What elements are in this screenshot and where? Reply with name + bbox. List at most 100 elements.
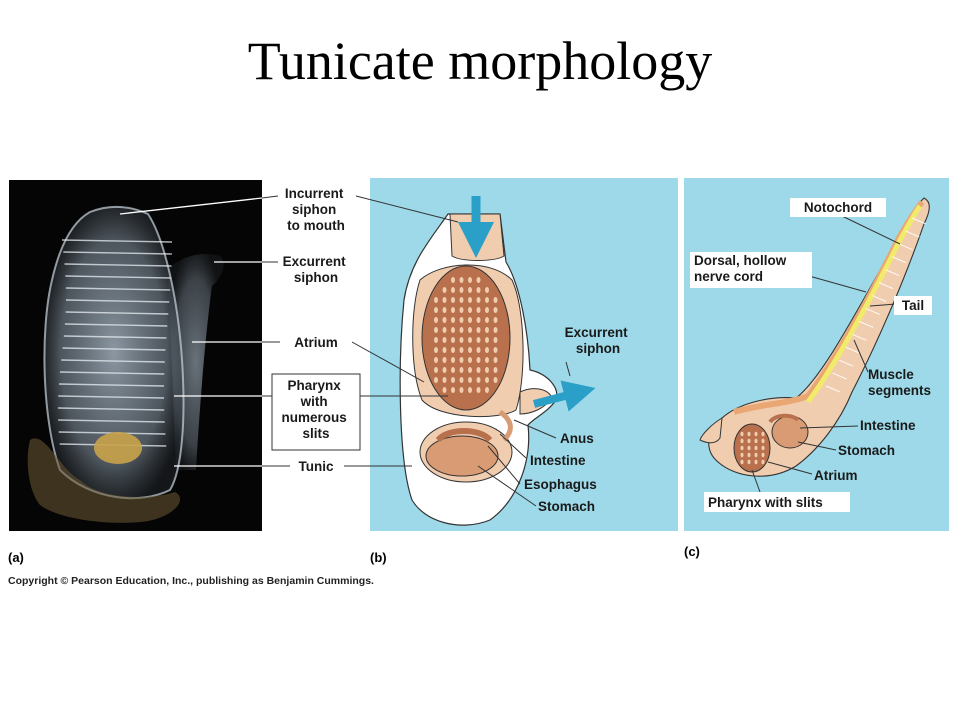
- pharynx-slit: [476, 277, 481, 283]
- muscle-segment: [898, 243, 913, 251]
- pharynx-slit: [459, 387, 464, 393]
- pharynx-slit: [468, 307, 472, 313]
- pharynx-slit: [754, 452, 758, 458]
- pharynx-stripe: [58, 419, 165, 423]
- adult-pharynx: [421, 265, 511, 411]
- pharynx-slit: [493, 367, 498, 373]
- notochord-label-box: [790, 198, 886, 217]
- pharynx-slit: [468, 287, 472, 293]
- label-notochord: Notochord: [804, 200, 872, 215]
- larva-pharynx: [733, 423, 771, 473]
- label-tunic: Tunic: [299, 459, 334, 474]
- pharynx-slit: [740, 452, 744, 458]
- pharynx-stripe: [61, 359, 165, 363]
- panel-letter-b: (b): [370, 550, 387, 565]
- pharynx-slit: [754, 438, 758, 444]
- pharynx-slit: [476, 367, 481, 373]
- pharynx-slit: [485, 307, 489, 313]
- pharynx-slit: [761, 438, 765, 444]
- pharynx-slit: [442, 387, 447, 393]
- pharynx-stripe: [58, 395, 165, 399]
- pharynx-slit: [476, 327, 481, 333]
- pharynx-slit: [740, 438, 744, 444]
- pharynx-slit: [493, 357, 498, 363]
- panel-a: Incurrent siphon to mouth Excurrent siph…: [8, 180, 361, 565]
- label-intestine-c: Intestine: [860, 418, 916, 433]
- pharynx-slit: [442, 337, 447, 343]
- pharynx-slit: [468, 387, 472, 393]
- pharynx-slit: [442, 317, 447, 323]
- pharynx-slit: [761, 452, 765, 458]
- pharynx-slit: [451, 287, 455, 293]
- pharynx-slit: [451, 357, 455, 363]
- pharynx-slit: [434, 367, 438, 373]
- slide-title: Tunicate morphology: [247, 31, 713, 91]
- pharynx-stripe: [62, 347, 166, 351]
- label-pharynx-a: Pharynx with numerous slits: [281, 378, 350, 441]
- label-anus: Anus: [560, 431, 594, 446]
- pharynx-slit: [476, 377, 481, 383]
- pharynx-slit: [493, 307, 498, 313]
- pharynx-stripe: [65, 275, 171, 279]
- pharynx-stripe: [65, 287, 171, 291]
- pharynx-slit: [442, 287, 447, 293]
- pharynx-slit: [434, 327, 438, 333]
- pharynx-slit: [459, 287, 464, 293]
- pharynx-slit: [747, 459, 751, 465]
- pharynx-slit: [485, 357, 489, 363]
- pharynx-slit: [451, 367, 455, 373]
- muscle-segment: [878, 282, 894, 290]
- muscle-segment: [865, 308, 880, 315]
- pharynx-stripe: [59, 371, 165, 375]
- muscle-segment: [905, 230, 920, 238]
- pharynx-slit: [442, 297, 447, 303]
- pharynx-slit: [493, 297, 498, 303]
- pharynx-slit: [485, 387, 489, 393]
- muscle-segment: [845, 346, 861, 354]
- label-stomach-c: Stomach: [838, 443, 895, 458]
- pharynx-slit: [451, 387, 455, 393]
- tunicate-photo: [27, 206, 224, 523]
- pharynx-slit: [451, 337, 455, 343]
- pharynx-slit: [485, 347, 489, 353]
- pharynx-slit: [468, 337, 472, 343]
- label-muscle-segments: Muscle segments: [868, 367, 931, 398]
- pharynx-slit: [459, 357, 464, 363]
- pharynx-slit: [485, 287, 489, 293]
- pharynx-stripe: [65, 311, 169, 315]
- pharynx-slit: [747, 445, 751, 451]
- pharynx-slit: [740, 445, 744, 451]
- muscle-segment: [885, 269, 900, 277]
- pharynx-slit: [459, 367, 464, 373]
- pharynx-slit: [451, 327, 455, 333]
- pharynx-slit: [468, 377, 472, 383]
- pharynx-slit: [476, 357, 481, 363]
- pharynx-slit: [442, 307, 447, 313]
- pharynx-slit: [459, 337, 464, 343]
- pharynx-slit: [754, 445, 758, 451]
- pharynx-slit: [434, 307, 438, 313]
- pharynx-slit: [493, 347, 498, 353]
- pharynx-slit: [442, 357, 447, 363]
- copyright-notice: Copyright © Pearson Education, Inc., pub…: [8, 575, 374, 587]
- pharynx-slit: [459, 347, 464, 353]
- pharynx-slit: [459, 297, 464, 303]
- pharynx-slit: [468, 357, 472, 363]
- pharynx-slit: [493, 317, 498, 323]
- adult-gut: [419, 409, 513, 483]
- pharynx-slit: [459, 307, 464, 313]
- pharynx-slit: [459, 317, 464, 323]
- pharynx-slit: [485, 337, 489, 343]
- pharynx-slit: [468, 347, 472, 353]
- pharynx-slit: [451, 277, 455, 283]
- pharynx-slit: [468, 327, 472, 333]
- pharynx-slit: [485, 367, 489, 373]
- pharynx-slit: [451, 317, 455, 323]
- tail-label-box: [894, 296, 932, 315]
- pharynx-slit: [468, 297, 472, 303]
- pharynx-slit: [761, 445, 765, 451]
- pharynx-slit: [442, 377, 447, 383]
- pharynx-slit: [747, 431, 751, 437]
- pharynx-slit: [434, 377, 438, 383]
